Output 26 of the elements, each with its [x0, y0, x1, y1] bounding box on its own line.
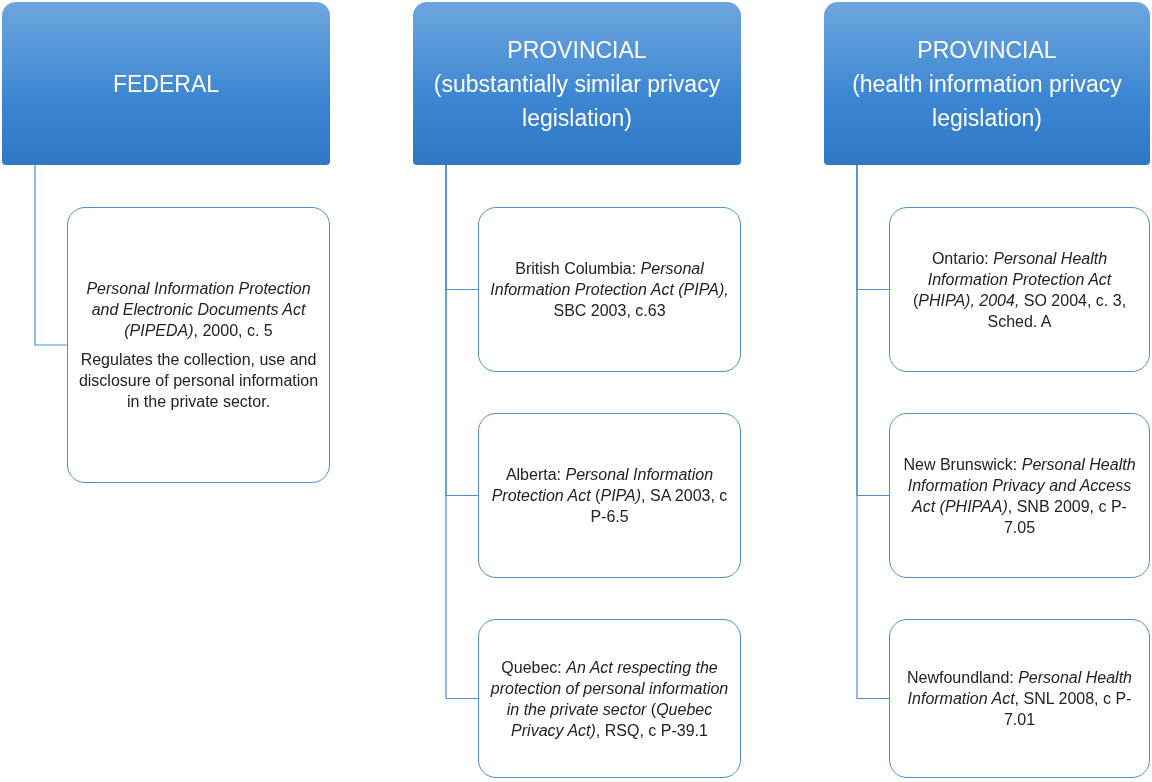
- legislation-text: Ontario: Personal Health Information Protection Act (PHIPA), 2004, SO 2004, c. 3, Sched. A: [911, 248, 1128, 332]
- header-box: [2, 2, 330, 165]
- legislation-text: Personal Information Protection and Electronic Documents Act (PIPEDA), 2000, c. 5: [85, 279, 312, 341]
- header-text: FEDERAL: [112, 69, 220, 99]
- connector-line: [34, 164, 68, 346]
- connector-line: [445, 164, 479, 700]
- legislation-text: Quebec: An Act respecting the protection of personal information in the private sector (Quebec Privacy Act), RSQ, c P-39.1: [489, 657, 730, 741]
- legislation-text: British Columbia: Personal Information Protection Act (PIPA), SBC 2003, c.63: [489, 259, 730, 321]
- legislation-text: Newfoundland: Personal Health Information Act, SNL 2008, c P-7.01: [906, 668, 1133, 730]
- legislation-text: New Brunswick: Personal Health Information Privacy and Access Act (PHIPAA), SNB 2009, c P-7.05: [902, 454, 1137, 538]
- header-text: (health information privacy legislation): [851, 69, 1123, 133]
- info-box: [889, 619, 1150, 778]
- info-box: [889, 207, 1150, 372]
- legislation-text: Regulates the collection, use and disclosure of personal information in the private sector.: [78, 350, 319, 412]
- header-box: [824, 2, 1150, 165]
- info-box: [889, 413, 1150, 578]
- header-text: PROVINCIAL: [917, 35, 1057, 65]
- legislation-text: Alberta: Personal Information Protection Act (PIPA), SA 2003, c P-6.5: [490, 465, 729, 527]
- info-box: [478, 413, 741, 578]
- connector-line: [856, 164, 890, 700]
- header-box: [413, 2, 741, 165]
- info-box: [478, 207, 741, 372]
- header-text: (substantially similar privacy legislation): [432, 69, 722, 133]
- info-box: [67, 207, 330, 483]
- info-box: [478, 619, 741, 778]
- header-text: PROVINCIAL: [507, 35, 647, 65]
